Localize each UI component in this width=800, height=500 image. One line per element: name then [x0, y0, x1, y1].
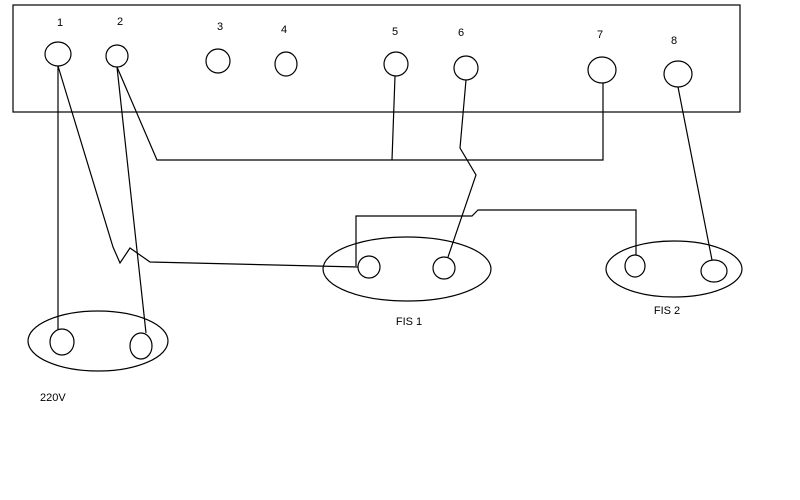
terminal-label-6: 6: [458, 27, 464, 39]
fis1-socket-pin-right: [432, 256, 456, 280]
wire-2-to-supply: [116, 66, 147, 334]
supply-socket: [27, 310, 169, 372]
supply-label: 220V: [40, 392, 66, 404]
terminal-1: [44, 41, 72, 67]
terminal-label-5: 5: [392, 26, 398, 38]
terminal-4: [274, 51, 298, 77]
supply-socket-pin-left: [49, 328, 75, 356]
terminal-2: [105, 44, 129, 68]
fis1-socket-pin-left: [357, 255, 381, 279]
fis1-label: FIS 1: [396, 316, 422, 328]
terminal-block-panel: [12, 4, 741, 113]
terminal-label-7: 7: [597, 29, 603, 41]
terminal-label-1: 1: [57, 17, 63, 29]
terminal-label-3: 3: [217, 21, 223, 33]
wire-8-to-fis2: [677, 86, 713, 261]
terminal-8: [663, 60, 693, 88]
terminal-label-4: 4: [281, 24, 287, 36]
wire-fis1-to-fis2: [355, 209, 637, 266]
wire-1-to-fis1: [57, 65, 359, 268]
terminal-5: [383, 51, 409, 77]
fis2-socket: [605, 240, 743, 298]
terminal-6: [453, 55, 479, 81]
terminal-7: [587, 56, 617, 84]
wire-2-to-7: [116, 66, 604, 161]
supply-socket-pin-right: [129, 332, 153, 360]
fis1-socket: [322, 236, 492, 302]
terminal-3: [205, 48, 231, 74]
fis2-socket-pin-left: [624, 254, 646, 278]
fis2-socket-pin-right: [700, 259, 728, 283]
terminal-label-2: 2: [117, 16, 123, 28]
wire-5-to-bus: [391, 75, 396, 161]
fis2-label: FIS 2: [654, 305, 680, 317]
terminal-label-8: 8: [671, 35, 677, 47]
